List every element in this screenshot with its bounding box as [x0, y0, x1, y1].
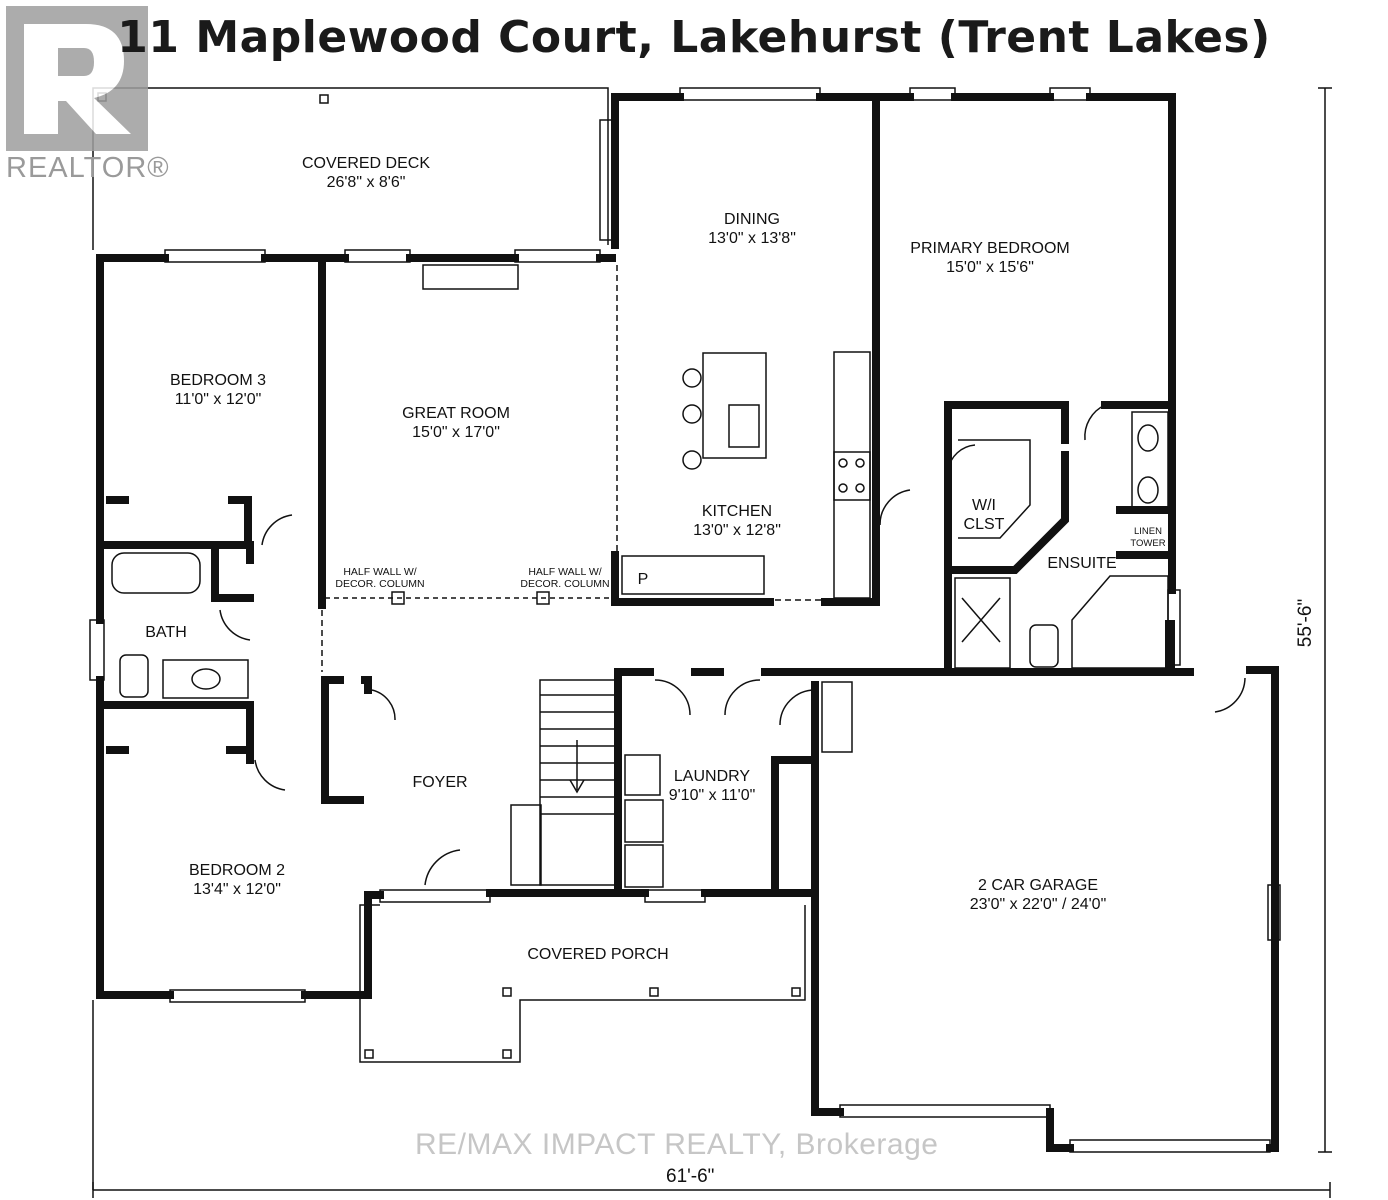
covered-porch-outline — [359, 904, 806, 1063]
room-covered-porch: COVERED PORCH — [527, 946, 669, 963]
depth-dimension-label: 55'-6" — [1295, 598, 1317, 648]
width-dimension-label: 61'-6" — [666, 1166, 715, 1187]
room-ensuite: ENSUITE — [1047, 555, 1117, 572]
half-wall-right-label: HALF WALL W/DECOR. COLUMN — [520, 566, 610, 590]
covered-deck-outline — [92, 87, 609, 250]
pantry-label: P — [637, 571, 649, 588]
realtor-logo-text: REALTOR® — [6, 152, 170, 184]
page-title: 11 Maplewood Court, Lakehurst (Trent Lak… — [117, 12, 1271, 63]
walls — [96, 93, 1279, 1152]
brokerage-watermark: RE/MAX IMPACT REALTY, Brokerage — [415, 1128, 939, 1161]
realtor-logo — [6, 6, 148, 156]
half-wall-left-label: HALF WALL W/DECOR. COLUMN — [335, 566, 425, 590]
room-foyer: FOYER — [412, 774, 468, 791]
room-bath: BATH — [145, 624, 187, 641]
